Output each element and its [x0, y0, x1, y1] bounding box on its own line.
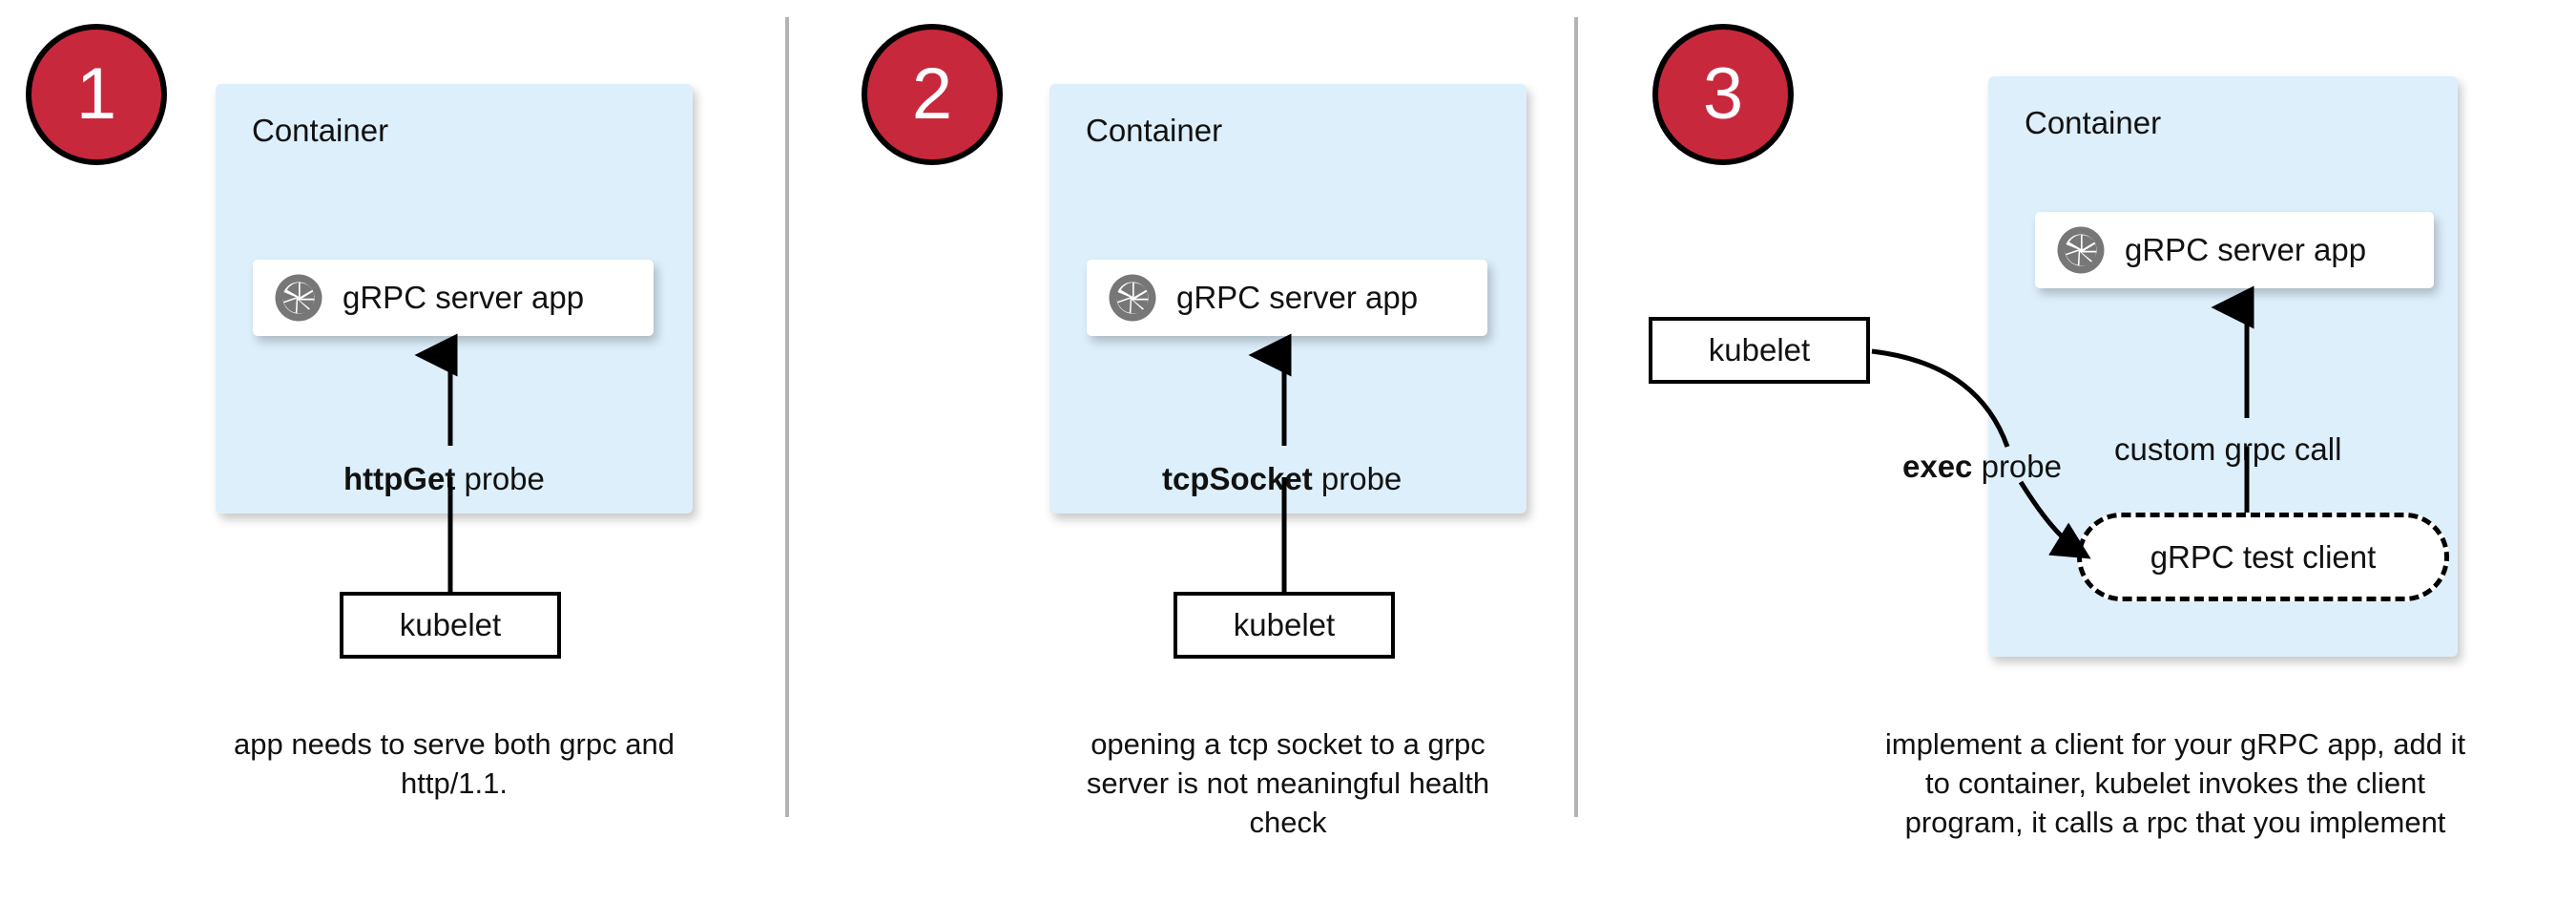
probe-label-rest: probe: [455, 461, 545, 496]
grpc-test-client-box: gRPC test client: [2077, 513, 2449, 601]
kubelet-label: kubelet: [1233, 607, 1336, 642]
panel-divider-2: [1574, 17, 1578, 817]
probe-label-rest: probe: [1972, 449, 2062, 484]
kubelet-box-2: kubelet: [1174, 592, 1395, 659]
grpc-server-app-card-1: gRPC server app: [253, 260, 654, 336]
step-badge-number: 1: [75, 53, 117, 135]
container-label: Container: [1086, 113, 1223, 148]
step-badge-number: 3: [1702, 53, 1744, 135]
grpc-logo-icon: [2054, 223, 2108, 277]
grpc-server-app-label: gRPC server app: [2125, 232, 2367, 267]
step-badge-2: 2: [862, 24, 1003, 165]
grpc-logo-icon: [1106, 271, 1159, 325]
container-label: Container: [252, 113, 389, 148]
step-badge-1: 1: [26, 24, 167, 165]
probe-label-strong: httpGet: [343, 461, 456, 496]
grpc-test-client-label: gRPC test client: [2150, 538, 2377, 575]
panel-caption-3: implement a client for your gRPC app, ad…: [1884, 727, 2466, 839]
panel-caption-2: opening a tcp socket to a grpc server is…: [1086, 727, 1490, 839]
probe-label-strong: exec: [1902, 449, 1973, 484]
probe-label-strong: tcpSocket: [1162, 461, 1313, 496]
kubelet-label: kubelet: [1708, 332, 1811, 367]
kubelet-box-1: kubelet: [340, 592, 561, 659]
grpc-server-app-label: gRPC server app: [1176, 280, 1419, 315]
kubelet-box-3: kubelet: [1649, 317, 1870, 384]
grpc-logo-icon: [272, 271, 325, 325]
container-label: Container: [2025, 105, 2162, 140]
exec-probe-label-3: exec probe: [1902, 449, 2062, 485]
kubelet-label: kubelet: [399, 607, 502, 642]
step-badge-3: 3: [1652, 24, 1794, 165]
probe-label-2: tcpSocket probe: [1162, 461, 1402, 497]
panel-divider-1: [785, 17, 789, 817]
grpc-server-app-card-3: gRPC server app: [2035, 212, 2434, 288]
probe-label-1: httpGet probe: [343, 461, 545, 497]
grpc-server-app-card-2: gRPC server app: [1087, 260, 1487, 336]
probe-label-rest: probe: [1312, 461, 1402, 496]
grpc-server-app-label: gRPC server app: [343, 280, 585, 315]
custom-grpc-call-label: custom grpc call: [2114, 431, 2342, 467]
step-badge-number: 2: [911, 53, 953, 135]
panel-caption-1: app needs to serve both grpc and http/1.…: [234, 727, 675, 800]
